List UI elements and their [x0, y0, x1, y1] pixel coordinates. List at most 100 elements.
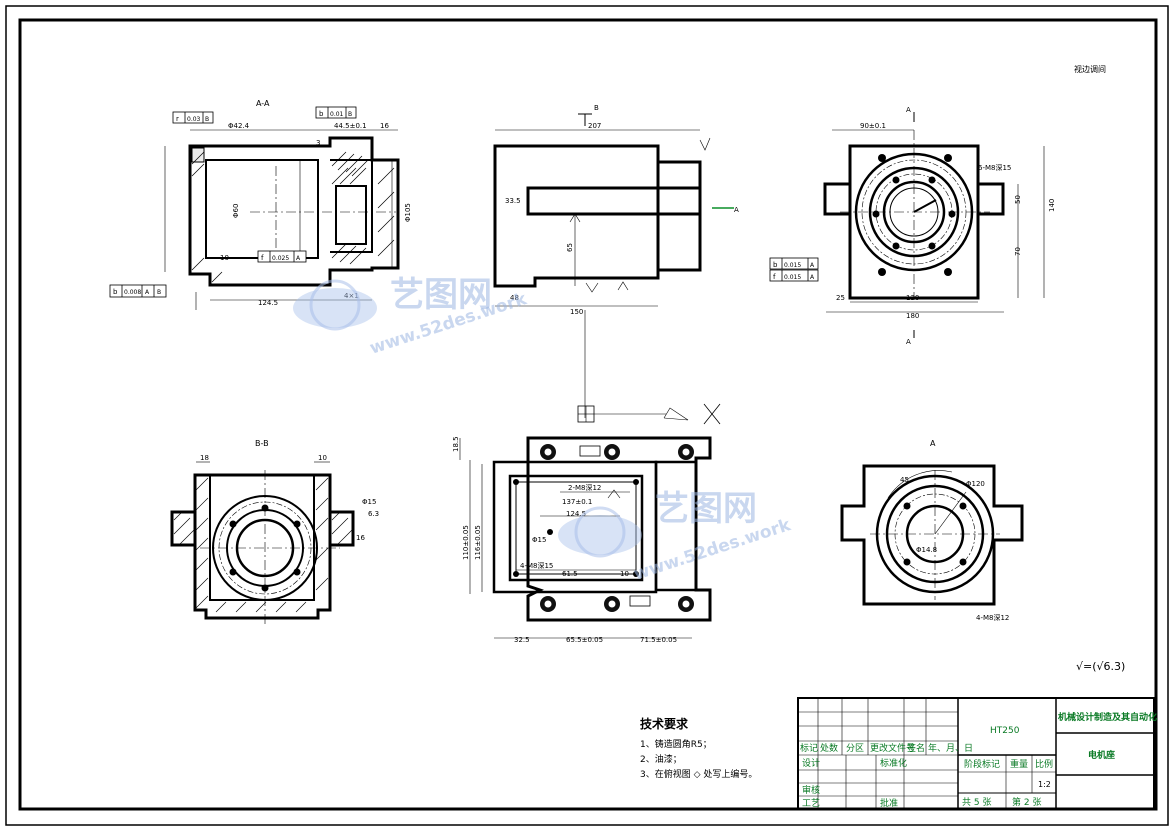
dim-right-140: 140	[1048, 199, 1056, 212]
dim-right-130: 130	[906, 294, 919, 302]
svg-text:0.015: 0.015	[784, 262, 801, 269]
inner-frame	[18, 18, 1158, 811]
dim-aux-phi120: Φ120	[966, 480, 985, 488]
watermark-logo-2: 艺图网 www.52des.work	[558, 489, 794, 585]
svg-text:b: b	[773, 261, 778, 269]
dim-plan-71: 71.5±0.05	[640, 636, 677, 644]
dim-bb-phi15: Φ15	[362, 498, 376, 506]
dim-aa-16: 16	[380, 122, 389, 130]
dim-aux-45: 45	[900, 476, 909, 484]
tolerance-frame-r: r 0.03 B	[172, 111, 214, 124]
dim-plan-10: 10	[620, 570, 629, 578]
tb-label-doc: 更改文件号	[870, 742, 915, 754]
dim-aa-10: 10	[220, 254, 229, 262]
dim-bb-10: 10	[318, 454, 327, 462]
tb-standardize: 标准化	[880, 757, 907, 769]
dim-aa-bottom: 124.5	[258, 299, 278, 307]
tb-check: 审核	[802, 784, 820, 796]
dim-front-150: 150	[570, 308, 583, 316]
top-right-note: 视边调间	[1074, 64, 1106, 74]
svg-text:r: r	[176, 115, 179, 123]
dim-bb-18: 18	[200, 454, 209, 462]
dim-front-48: 48	[510, 294, 519, 302]
tb-part-name: 电机座	[1088, 749, 1115, 761]
dim-plan-110: 110±0.05	[462, 525, 470, 560]
tolerance-frame-f1: f 0.025 A	[257, 250, 307, 263]
section-aa-view: A-A	[164, 99, 400, 310]
dim-front-207: 207	[588, 122, 601, 130]
dim-aa-right: Φ105	[404, 203, 412, 222]
dim-aa-3: 3	[316, 139, 320, 147]
svg-text:B: B	[157, 289, 161, 296]
svg-text:0.01: 0.01	[330, 111, 344, 118]
dim-plan-32: 32.5	[514, 636, 530, 644]
dim-front-65: 65	[566, 243, 574, 252]
tb-designer: 设计	[802, 757, 820, 769]
outer-border	[5, 5, 1169, 826]
dim-right-70: 70	[1014, 247, 1022, 256]
dim-right-90: 90±0.1	[860, 122, 886, 130]
tech-req-item-2: 2、油漆；	[640, 753, 682, 765]
tech-req-title: 技术要求	[640, 716, 689, 731]
roughness-note: √=(√6.3)	[1076, 660, 1125, 673]
aux-view-holes	[903, 502, 967, 566]
svg-text:B: B	[205, 116, 209, 123]
front-a-label: A	[734, 206, 739, 214]
dim-plan-m8: 2-M8深12	[568, 483, 601, 492]
svg-text:艺图网: 艺图网	[390, 275, 492, 315]
section-bb-view: B-B	[170, 439, 355, 625]
dim-plan-18: 18.5	[452, 436, 460, 452]
dim-right-180: 180	[906, 312, 919, 320]
dim-right-25: 25	[836, 294, 845, 302]
tb-org: 机械设计制造及其自动化	[1058, 711, 1157, 723]
svg-text:艺图网: 艺图网	[655, 489, 757, 529]
right-a-top: A	[906, 106, 911, 114]
dim-bb-16: 16	[356, 534, 365, 542]
tb-label-date: 年、月、日	[928, 742, 973, 754]
tech-req-item-1: 1、铸造圆角R5；	[640, 738, 712, 750]
dim-plan-phi15: Φ15	[532, 536, 546, 544]
svg-text:A: A	[296, 255, 301, 262]
tolerance-frame-b3: b 0.015 A	[769, 257, 819, 270]
tb-craft: 工艺	[802, 798, 820, 809]
dim-bb-6-3: 6.3	[368, 510, 379, 518]
title-block	[797, 697, 1155, 810]
svg-text:b: b	[319, 110, 324, 118]
section-bb-label: B-B	[255, 439, 269, 448]
tb-weight: 重量	[1010, 758, 1028, 770]
dim-plan-4m8: 4-M8深15	[520, 561, 553, 570]
tb-stage-mark: 阶段标记	[964, 758, 1000, 770]
dim-aa-dia: Φ60	[232, 204, 240, 218]
svg-text:0.015: 0.015	[784, 274, 801, 281]
section-bb-holes	[229, 504, 301, 592]
tb-sheets: 共 5 张	[962, 797, 991, 808]
watermark-logo-1: 艺图网 www.52des.work	[293, 275, 530, 359]
aux-a-label: A	[930, 439, 936, 448]
svg-text:f: f	[773, 273, 776, 281]
plan-view	[459, 436, 712, 639]
tb-material: HT250	[990, 726, 1020, 736]
svg-text:f: f	[261, 254, 264, 262]
svg-text:b: b	[113, 288, 118, 296]
dim-plan-61: 61.5	[562, 570, 578, 578]
dim-plan-116: 116±0.05	[474, 525, 482, 560]
svg-text:0.025: 0.025	[272, 255, 289, 262]
tb-label-zone: 分区	[846, 743, 864, 754]
dim-aa-step: 44.5±0.1	[334, 122, 367, 130]
right-view-bolt-holes	[872, 154, 956, 276]
tolerance-frame-b2: b 0.008 A B	[109, 284, 167, 298]
dim-plan-65: 65.5±0.05	[566, 636, 603, 644]
svg-text:0.03: 0.03	[187, 116, 201, 123]
dim-right-50: 50	[1014, 195, 1022, 204]
tb-sheet-no: 第 2 张	[1012, 796, 1041, 808]
svg-text:A: A	[810, 274, 815, 281]
dim-plan-137: 137±0.1	[562, 498, 592, 506]
dim-aa-width: Φ42.4	[228, 122, 250, 130]
tb-label-mark: 标记	[800, 742, 818, 754]
dim-right-holes: 6-M8深15	[978, 163, 1011, 172]
tolerance-frame-f2: f 0.015 A	[769, 269, 819, 282]
dim-plan-124: 124.5	[566, 510, 586, 518]
tb-approve: 批准	[880, 797, 898, 809]
right-a-bottom: A	[906, 338, 911, 346]
